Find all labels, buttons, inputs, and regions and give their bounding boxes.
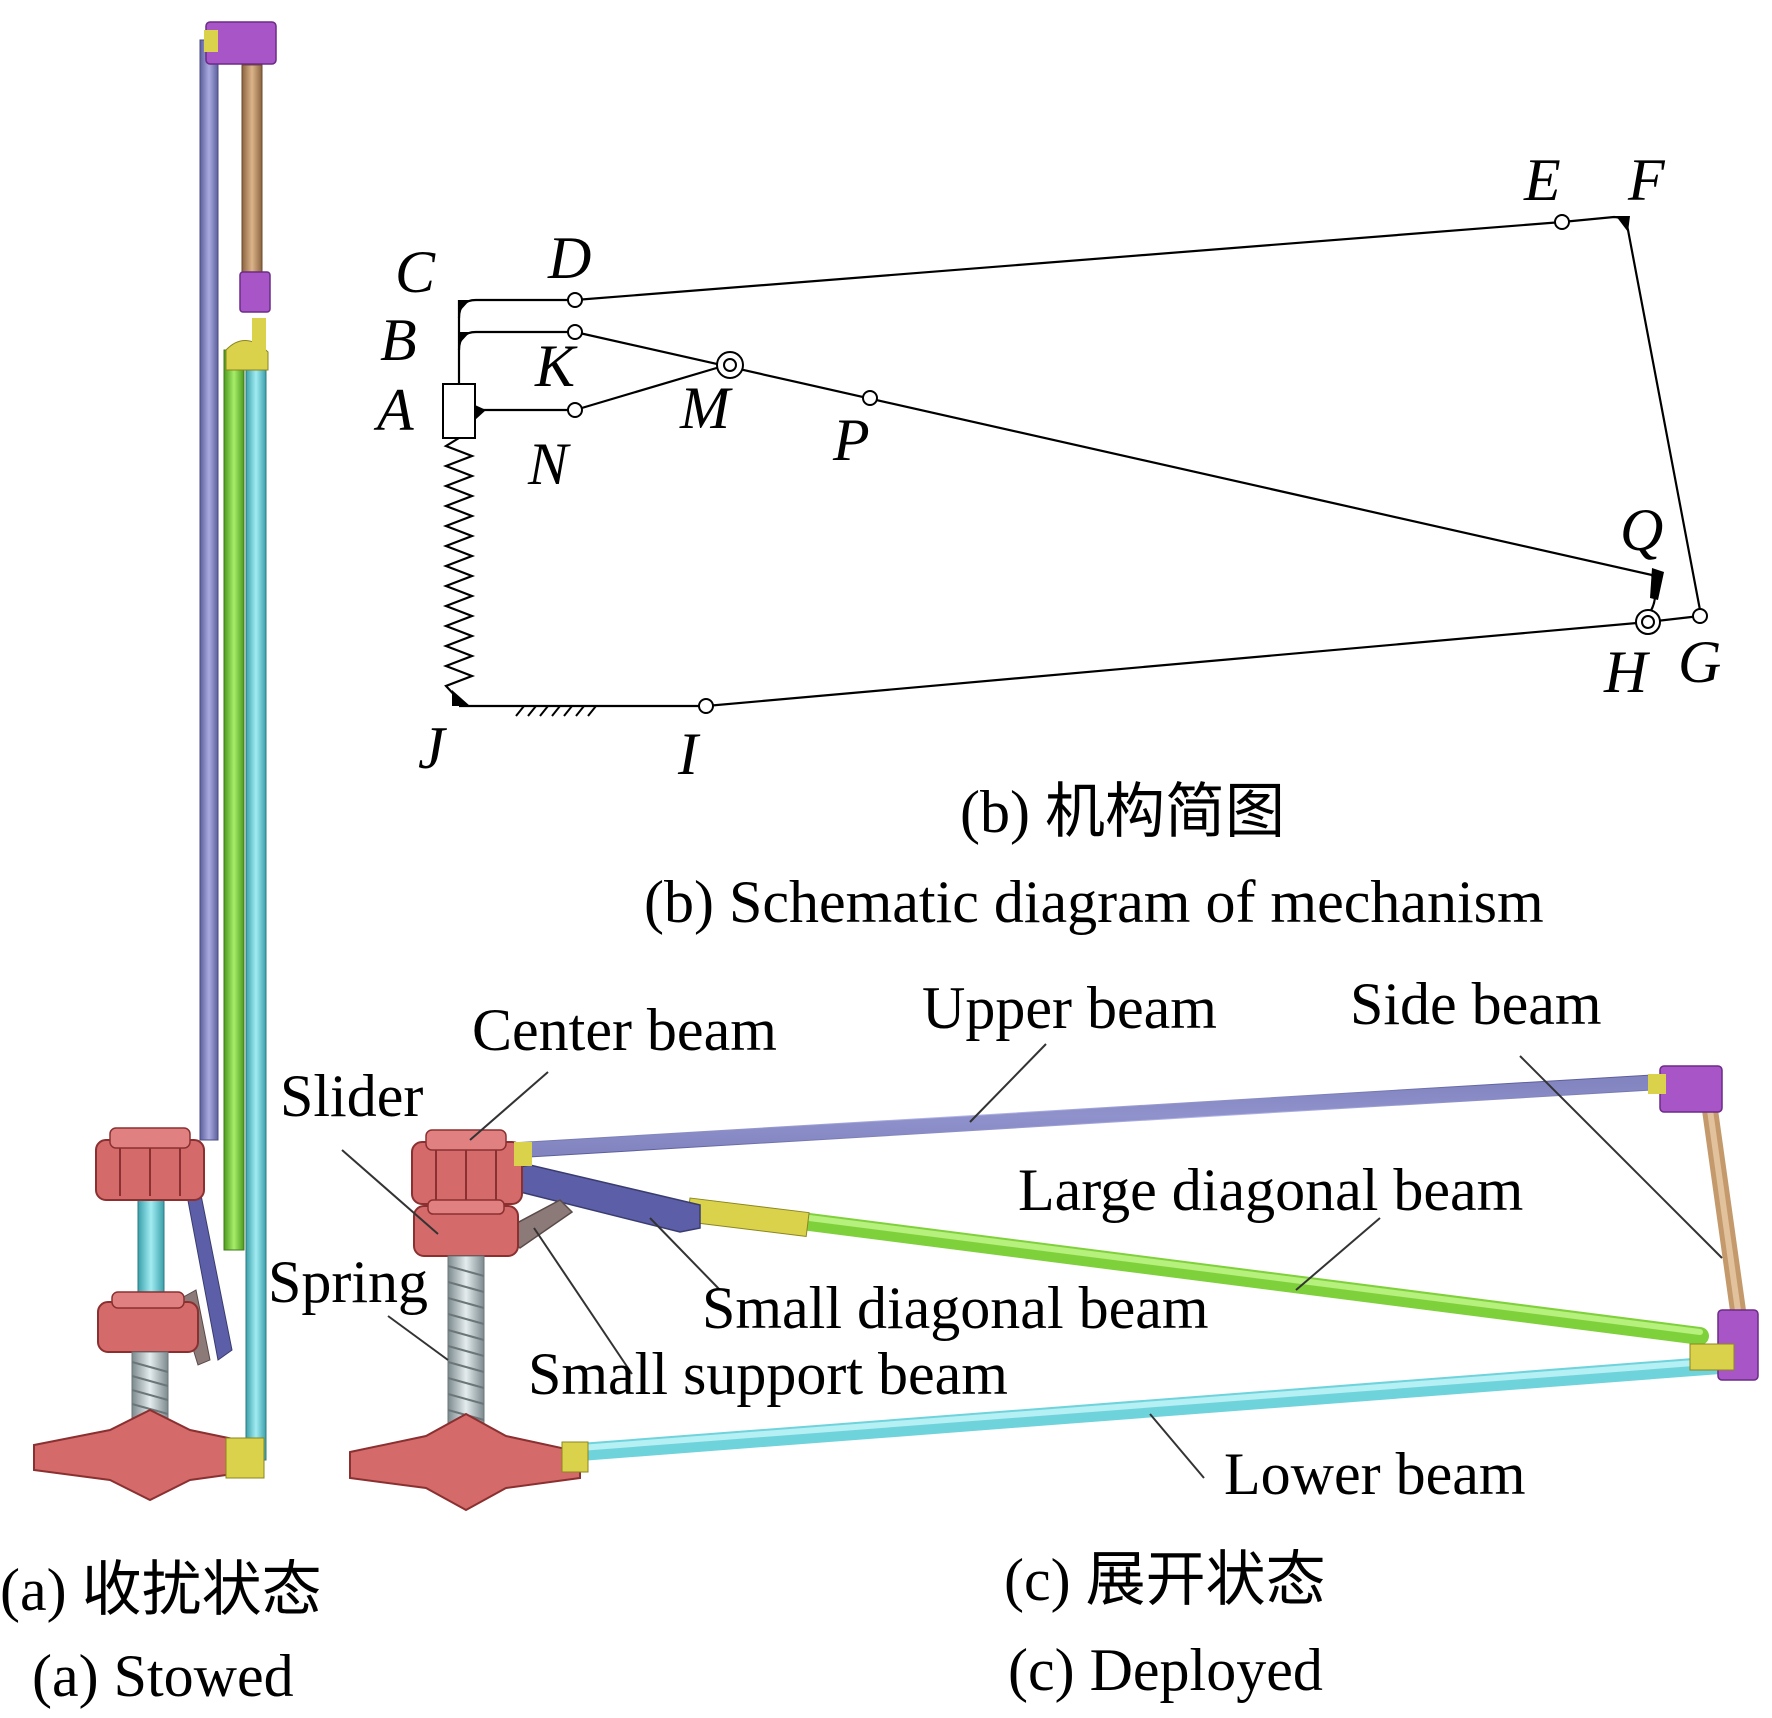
stowed-upper-beam: [199, 39, 219, 1141]
deployed-upper-hub: [411, 1129, 532, 1205]
label-M: M: [679, 375, 733, 441]
leader-lines: [341, 1043, 1723, 1479]
joint-D: [567, 292, 583, 308]
deployed-lower-beam: [571, 1356, 1729, 1461]
deployed-spring: [447, 1255, 485, 1437]
label-B: B: [380, 307, 417, 373]
deployed-corner-joint-top: [1659, 1065, 1723, 1113]
caption-a-en: (a) Stowed: [32, 1643, 294, 1709]
leader-lower-beam: [1149, 1413, 1205, 1479]
deployed-assembly: [349, 1065, 1759, 1512]
callout-spring: Spring: [268, 1249, 428, 1315]
deployed-lower-hub: [413, 1199, 519, 1257]
joint-I: [698, 698, 714, 714]
joint-H-inner: [1641, 615, 1655, 629]
callout-side-beam: Side beam: [1350, 971, 1602, 1037]
stowed-lower-beam: [245, 359, 267, 1461]
stowed-base: [33, 1408, 265, 1502]
caption-b-en: (b) Schematic diagram of mechanism: [644, 869, 1544, 935]
stowed-middle-joint: [239, 271, 271, 313]
schematic-spring: [442, 437, 476, 701]
label-F: F: [1627, 147, 1666, 213]
callout-center-beam: Center beam: [472, 997, 777, 1063]
caption-b-cn: (b) 机构简图: [960, 779, 1285, 845]
deployed-large-diagonal-beam: [691, 1199, 1709, 1345]
joint-K: [567, 324, 583, 340]
callout-small-diagonal-beam: Small diagonal beam: [702, 1275, 1209, 1341]
caption-c-en: (c) Deployed: [1008, 1637, 1323, 1703]
leader-center-beam: [469, 1071, 549, 1141]
caption-c-cn: (c) 展开状态: [1004, 1547, 1326, 1613]
leader-spring: [387, 1315, 449, 1361]
deployed-base: [349, 1412, 589, 1512]
label-P: P: [832, 407, 870, 473]
slider-block: [442, 383, 476, 439]
leader-upper-beam: [969, 1043, 1047, 1123]
label-K: K: [534, 333, 578, 399]
joint-E: [1554, 214, 1570, 230]
callout-lower-beam: Lower beam: [1224, 1441, 1526, 1507]
label-Q: Q: [1620, 497, 1663, 563]
label-I: I: [677, 721, 701, 787]
callout-slider: Slider: [280, 1063, 423, 1129]
leader-side-beam: [1519, 1055, 1723, 1259]
leader-large-diagonal-beam: [1295, 1217, 1381, 1291]
schematic-diagram: C D B K A M N P E F Q H G J I (b) 机构简图 (…: [373, 147, 1721, 935]
joint-P: [862, 390, 878, 406]
joint-G: [1692, 608, 1708, 624]
leader-small-support-beam: [533, 1227, 633, 1375]
stowed-upper-hub: [95, 1127, 205, 1201]
label-N: N: [527, 431, 571, 497]
leader-slider: [341, 1149, 439, 1235]
stowed-lower-hub: [97, 1291, 199, 1353]
leader-small-diagonal-beam: [649, 1217, 721, 1291]
label-C: C: [395, 239, 436, 305]
label-A: A: [373, 377, 414, 443]
label-J: J: [418, 715, 447, 781]
label-D: D: [547, 225, 591, 291]
callout-small-support-beam: Small support beam: [528, 1341, 1008, 1407]
callout-large-diagonal-beam: Large diagonal beam: [1018, 1157, 1523, 1223]
stowed-side-beam: [241, 64, 263, 276]
stowed-large-diagonal-beam: [223, 349, 245, 1251]
joint-N: [567, 402, 583, 418]
ground-hatch: [515, 705, 597, 717]
joint-M-inner: [723, 358, 737, 372]
caption-a-cn: (a) 收扰状态: [0, 1557, 322, 1623]
label-E: E: [1523, 147, 1561, 213]
label-H: H: [1603, 639, 1651, 705]
callout-upper-beam: Upper beam: [922, 975, 1217, 1041]
stowed-assembly: [33, 21, 277, 1502]
label-G: G: [1678, 629, 1721, 695]
